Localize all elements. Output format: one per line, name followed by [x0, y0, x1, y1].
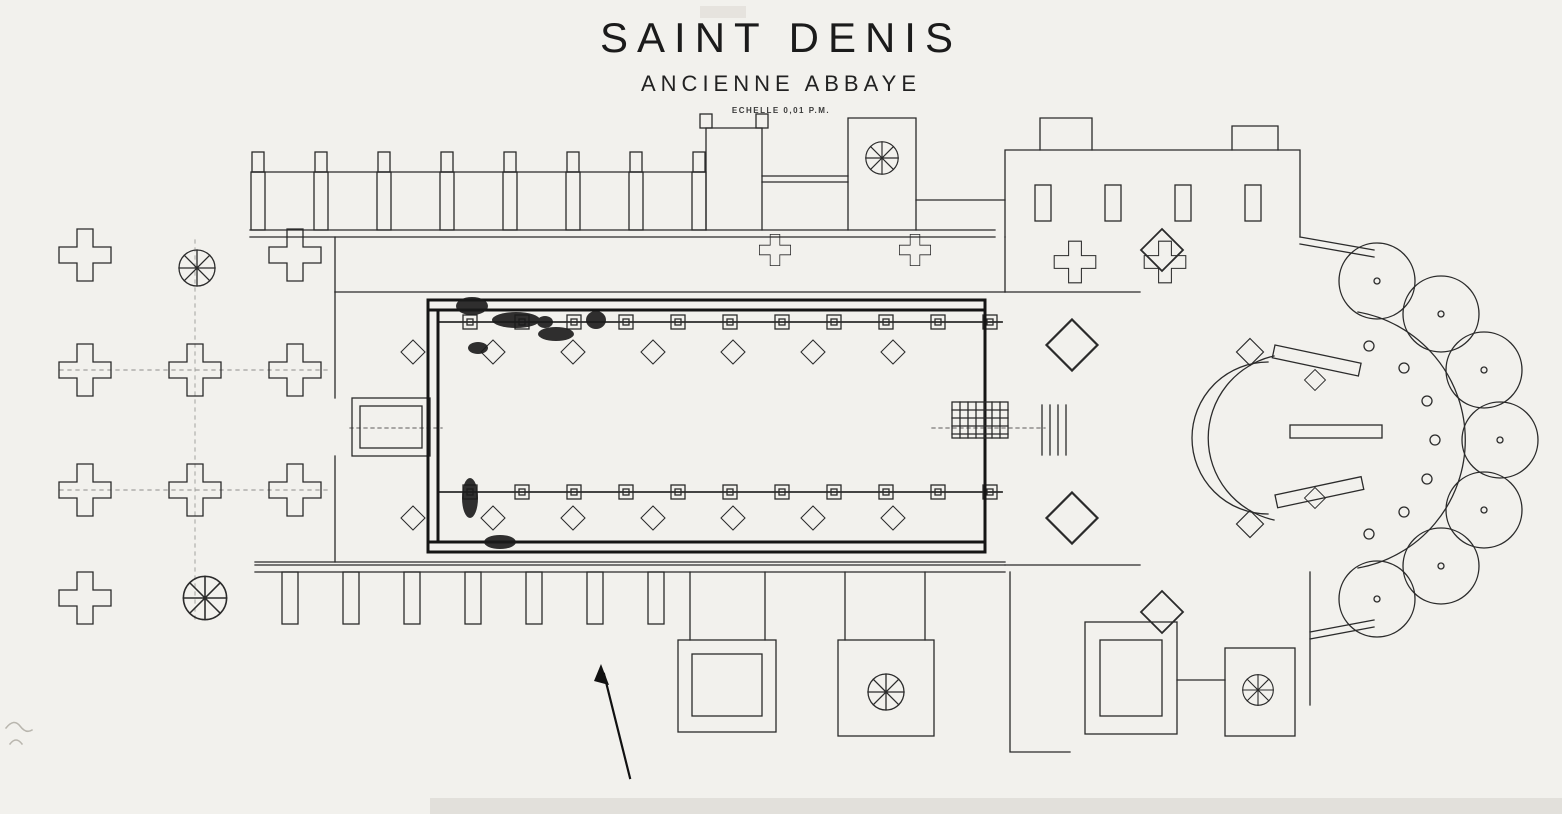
crossing-and-choir-steps: [951, 228, 1184, 634]
spiral-staircase-icon: [867, 673, 905, 711]
spiral-staircase-icon: [182, 575, 228, 621]
north-transept-arm: [1004, 117, 1375, 284]
choir-and-chevet: [1004, 242, 1539, 640]
spiral-staircase-icon: [865, 141, 899, 175]
annotation-arrow: [594, 664, 632, 780]
nave-and-aisles: [254, 236, 1046, 563]
spiral-staircase-icon: [1242, 674, 1274, 706]
ink-smudges: [456, 297, 606, 549]
radiating-chapels: [1338, 242, 1539, 638]
north-chapel-range: [249, 113, 1006, 266]
altar-hatched-block: [951, 401, 1009, 439]
spiral-staircase-icon: [178, 249, 216, 287]
pencil-marks: [4, 721, 34, 746]
south-chapel-range: [254, 564, 1006, 737]
scan-artifacts: [4, 6, 1562, 814]
south-transept-arm: [1009, 571, 1311, 753]
west-courtyard-piers: [58, 228, 331, 625]
